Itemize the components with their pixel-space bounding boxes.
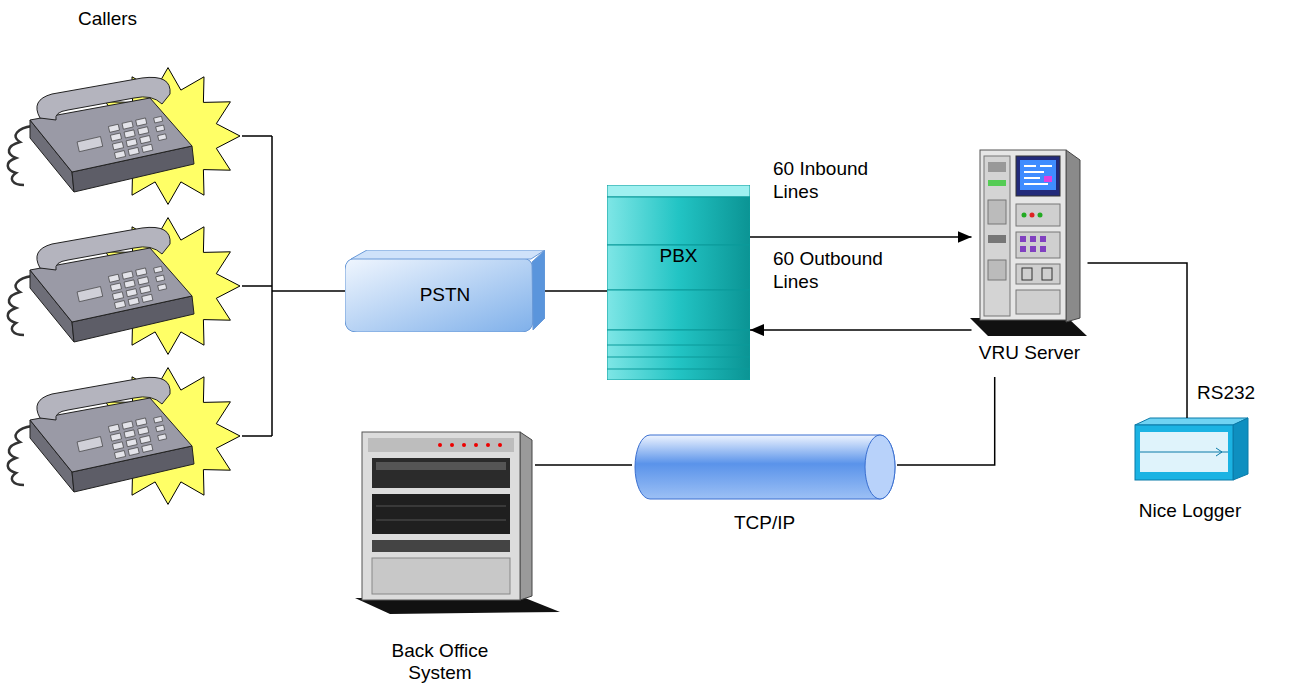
connector-line: [897, 377, 995, 465]
connector-arrow: [750, 236, 972, 238]
telephone-icon: [8, 368, 240, 505]
edge-label: 60 Outbound Lines: [773, 248, 898, 294]
connector-line: [272, 290, 345, 292]
node-label: VRU Server: [979, 342, 1080, 364]
caller-group: Callers: [0, 8, 272, 498]
telephone-icons: [8, 68, 272, 505]
tcp-ip-link: TCP/IP: [632, 432, 897, 537]
logger-device-illustration: [1135, 418, 1248, 480]
edge-label-holder: 60 Inbound Lines: [773, 158, 898, 204]
telephone-icon: [8, 68, 240, 205]
nice-logger: Nice Logger: [1125, 418, 1255, 525]
connector-arrow: [750, 329, 972, 331]
edge-label-holder: 60 Outbound Lines: [773, 248, 898, 294]
connector-line: [545, 290, 607, 292]
telephone-icon: [8, 218, 240, 355]
back-office-server: Back Office System: [345, 425, 535, 690]
network-cloud-box: PSTN: [345, 250, 545, 332]
pbx-switch: PBX: [607, 185, 750, 380]
vru-server-illustration: [970, 150, 1087, 336]
connector-line: [1088, 263, 1188, 418]
back-office-server-illustration: [355, 432, 560, 614]
edge-label: RS232: [1197, 382, 1255, 405]
pbx-stack-shape: [607, 185, 750, 380]
edge-label: 60 Inbound Lines: [773, 158, 898, 204]
network-cylinder: [635, 435, 895, 499]
vru-server: VRU Server: [972, 142, 1088, 377]
node-label: PBX: [659, 245, 697, 267]
node-label: TCP/IP: [734, 512, 795, 534]
node-label: PSTN: [420, 284, 471, 306]
phone-wires: [242, 136, 272, 436]
node-label: Back Office System: [365, 640, 515, 684]
node-label: Callers: [78, 8, 137, 30]
connector-line: [535, 464, 632, 466]
node-label: Nice Logger: [1139, 500, 1241, 522]
edge-label-holder: RS232: [1197, 382, 1277, 405]
